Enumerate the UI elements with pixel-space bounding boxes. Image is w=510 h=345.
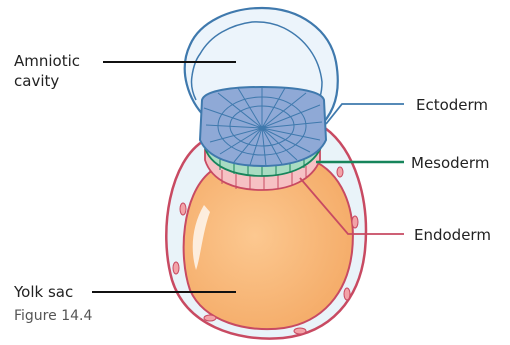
label-endoderm: Endoderm — [414, 225, 491, 245]
label-yolk-sac: Yolk sac — [14, 282, 73, 302]
leader-ectoderm — [326, 104, 404, 124]
figure-caption: Figure 14.4 — [14, 306, 92, 326]
label-mesoderm: Mesoderm — [411, 153, 489, 173]
label-ectoderm: Ectoderm — [416, 95, 488, 115]
label-amniotic-cavity: Amniotic cavity — [14, 51, 80, 91]
